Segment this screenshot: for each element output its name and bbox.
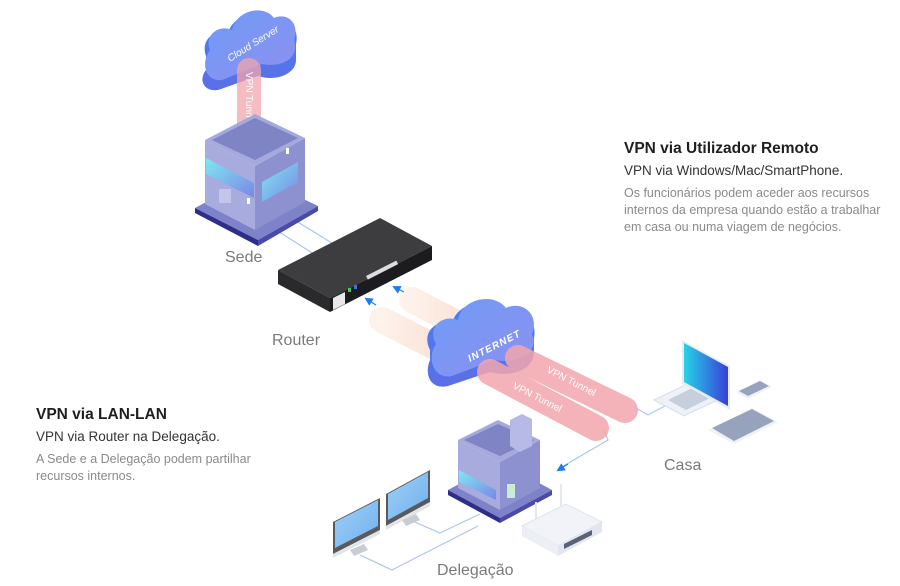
delegacao-label: Delegação <box>437 562 514 579</box>
link-monitor-2 <box>359 525 479 571</box>
monitor-front <box>333 498 380 558</box>
arrow-to-router-2 <box>364 297 377 306</box>
casa-devices <box>652 340 778 444</box>
lan-vpn-info: VPN via LAN-LAN VPN via Router na Delega… <box>36 406 286 485</box>
lan-vpn-title: VPN via LAN-LAN <box>36 406 167 423</box>
arrow-to-delegacao <box>556 463 569 472</box>
casa-label: Casa <box>664 457 702 474</box>
cloud-server-top <box>205 10 296 81</box>
smartphone <box>736 380 772 399</box>
arrow-to-router-1 <box>392 286 405 294</box>
link-monitor-1 <box>409 513 481 534</box>
remote-vpn-subtitle: VPN via Windows/Mac/SmartPhone. <box>624 163 844 178</box>
lan-vpn-description: A Sede e a Delegação podem partilhar rec… <box>36 452 251 483</box>
sede-label: Sede <box>225 249 263 266</box>
desktop-monitors <box>333 470 430 558</box>
cloud-tunnel-label: VPN Tunnel <box>243 72 254 125</box>
remote-vpn-info: VPN via Utilizador Remoto VPN via Window… <box>624 140 884 236</box>
wifi-router <box>520 484 604 556</box>
remote-vpn-description: Os funcionários podem aceder aos recurso… <box>624 186 881 234</box>
monitor-back <box>386 470 430 530</box>
delegacao-building <box>448 414 552 523</box>
laptop <box>652 340 732 417</box>
remote-vpn-title: VPN via Utilizador Remoto <box>624 140 819 157</box>
tablet <box>708 408 778 444</box>
lan-vpn-subtitle: VPN via Router na Delegação. <box>36 429 220 444</box>
cloud-server: Cloud Server <box>202 10 297 91</box>
sede-building <box>195 114 318 246</box>
router-label: Router <box>272 332 321 349</box>
router-device <box>278 218 432 312</box>
